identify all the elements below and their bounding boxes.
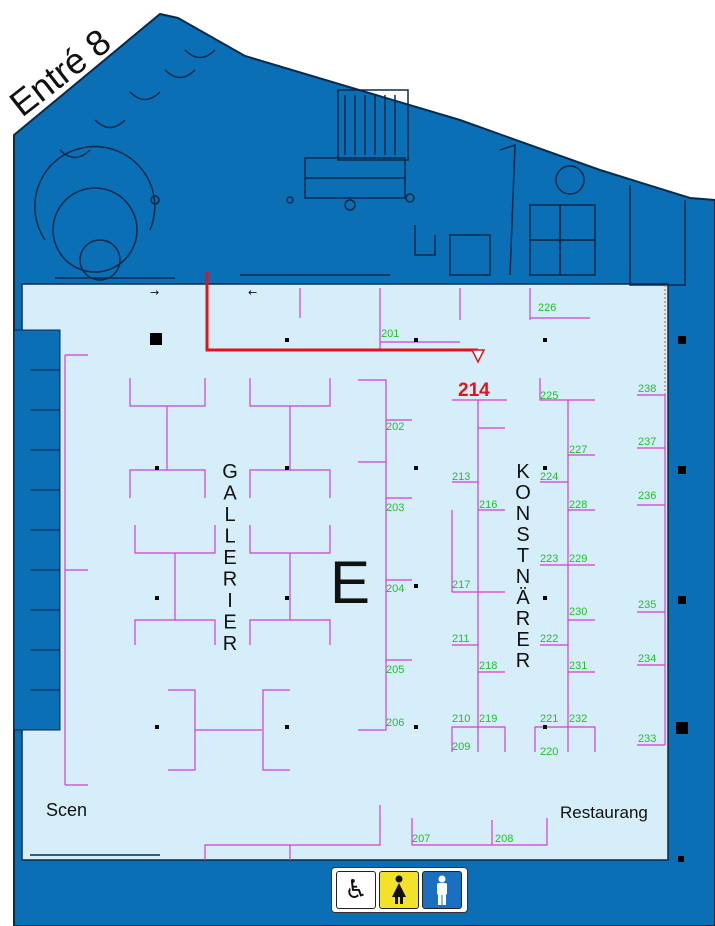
booth-number-202[interactable]: 202 — [386, 421, 404, 433]
booth-number-217[interactable]: 217 — [452, 579, 470, 591]
booth-number-222[interactable]: 222 — [540, 633, 558, 645]
konstnarer-letter: E — [516, 629, 529, 651]
konstnarer-letter: S — [516, 524, 529, 546]
left-wall-panels — [13, 329, 61, 731]
booth-number-224[interactable]: 224 — [540, 471, 558, 483]
hall-letter: E — [330, 549, 370, 616]
arrow-left-icon: ← — [248, 286, 257, 299]
booth-number-208[interactable]: 208 — [495, 833, 513, 845]
booth-number-235[interactable]: 235 — [638, 599, 656, 611]
gallerier-letter: R — [223, 569, 237, 591]
booth-number-230[interactable]: 230 — [569, 606, 587, 618]
pillars — [150, 333, 688, 862]
booth-number-238[interactable]: 238 — [638, 383, 656, 395]
entrance-architecture — [30, 49, 686, 856]
booth-number-231[interactable]: 231 — [569, 660, 587, 672]
booth-number-225[interactable]: 225 — [540, 390, 558, 402]
booth-number-216[interactable]: 216 — [479, 499, 497, 511]
gallerier-letter: R — [223, 633, 237, 655]
women-toilet-icon — [379, 871, 419, 909]
route-arrow-icon — [470, 349, 486, 364]
gallerier-letter: L — [224, 526, 235, 548]
scen-label: Scen — [46, 800, 87, 820]
gallerier-letter: L — [224, 504, 235, 526]
booth-number-220[interactable]: 220 — [540, 746, 558, 758]
booth-number-223[interactable]: 223 — [540, 553, 558, 565]
konstnarer-letter: T — [517, 545, 529, 567]
konstnarer-letter: R — [516, 608, 530, 630]
booth-number-229[interactable]: 229 — [569, 553, 587, 565]
booth-number-218[interactable]: 218 — [479, 660, 497, 672]
route-line — [205, 272, 478, 352]
booth-number-234[interactable]: 234 — [638, 653, 656, 665]
booth-number-232[interactable]: 232 — [569, 713, 587, 725]
facility-icons: ♿ — [331, 867, 468, 913]
gallerier-letter: A — [223, 483, 237, 505]
konstnarer-letter: K — [516, 461, 530, 483]
gallerier-letter: E — [223, 547, 236, 569]
men-toilet-icon — [422, 871, 462, 909]
booth-number-227[interactable]: 227 — [569, 444, 587, 456]
booth-number-213[interactable]: 213 — [452, 471, 470, 483]
booth-number-211[interactable]: 211 — [452, 633, 470, 645]
booth-number-204[interactable]: 204 — [386, 583, 404, 595]
konstnarer-letter: O — [515, 482, 531, 504]
booth-number-210[interactable]: 210 — [452, 713, 470, 725]
gallerier-letter: G — [222, 461, 238, 483]
restaurang-label: Restaurang — [560, 803, 648, 822]
booth-number-207[interactable]: 207 — [412, 833, 430, 845]
booth-number-205[interactable]: 205 — [386, 664, 404, 676]
booth-number-221[interactable]: 221 — [540, 713, 558, 725]
booth-number-233[interactable]: 233 — [638, 733, 656, 745]
konstnarer-letter: N — [516, 566, 530, 588]
konstnarer-letter: Ä — [516, 587, 530, 609]
booth-number-203[interactable]: 203 — [386, 502, 404, 514]
booth-number-237[interactable]: 237 — [638, 436, 656, 448]
booth-number-labels: 2012022032042052062072082092102112132152… — [381, 302, 656, 845]
konstnarer-letter: N — [516, 503, 530, 525]
booth-number-219[interactable]: 219 — [479, 713, 497, 725]
booth-walls — [64, 288, 666, 860]
konstnarer-letter: R — [516, 650, 530, 672]
booth-number-228[interactable]: 228 — [569, 499, 587, 511]
wheelchair-icon: ♿ — [336, 871, 376, 909]
arrow-right-icon: → — [150, 286, 159, 299]
booth-number-209[interactable]: 209 — [452, 741, 470, 753]
booth-number-201[interactable]: 201 — [381, 328, 399, 340]
booth-number-236[interactable]: 236 — [638, 490, 656, 502]
booth-number-206[interactable]: 206 — [386, 717, 404, 729]
gallerier-letter: I — [227, 590, 233, 612]
gallerier-letter: E — [223, 612, 236, 634]
booth-number-226[interactable]: 226 — [538, 302, 556, 314]
highlight-booth-214[interactable]: 214 — [458, 380, 490, 401]
